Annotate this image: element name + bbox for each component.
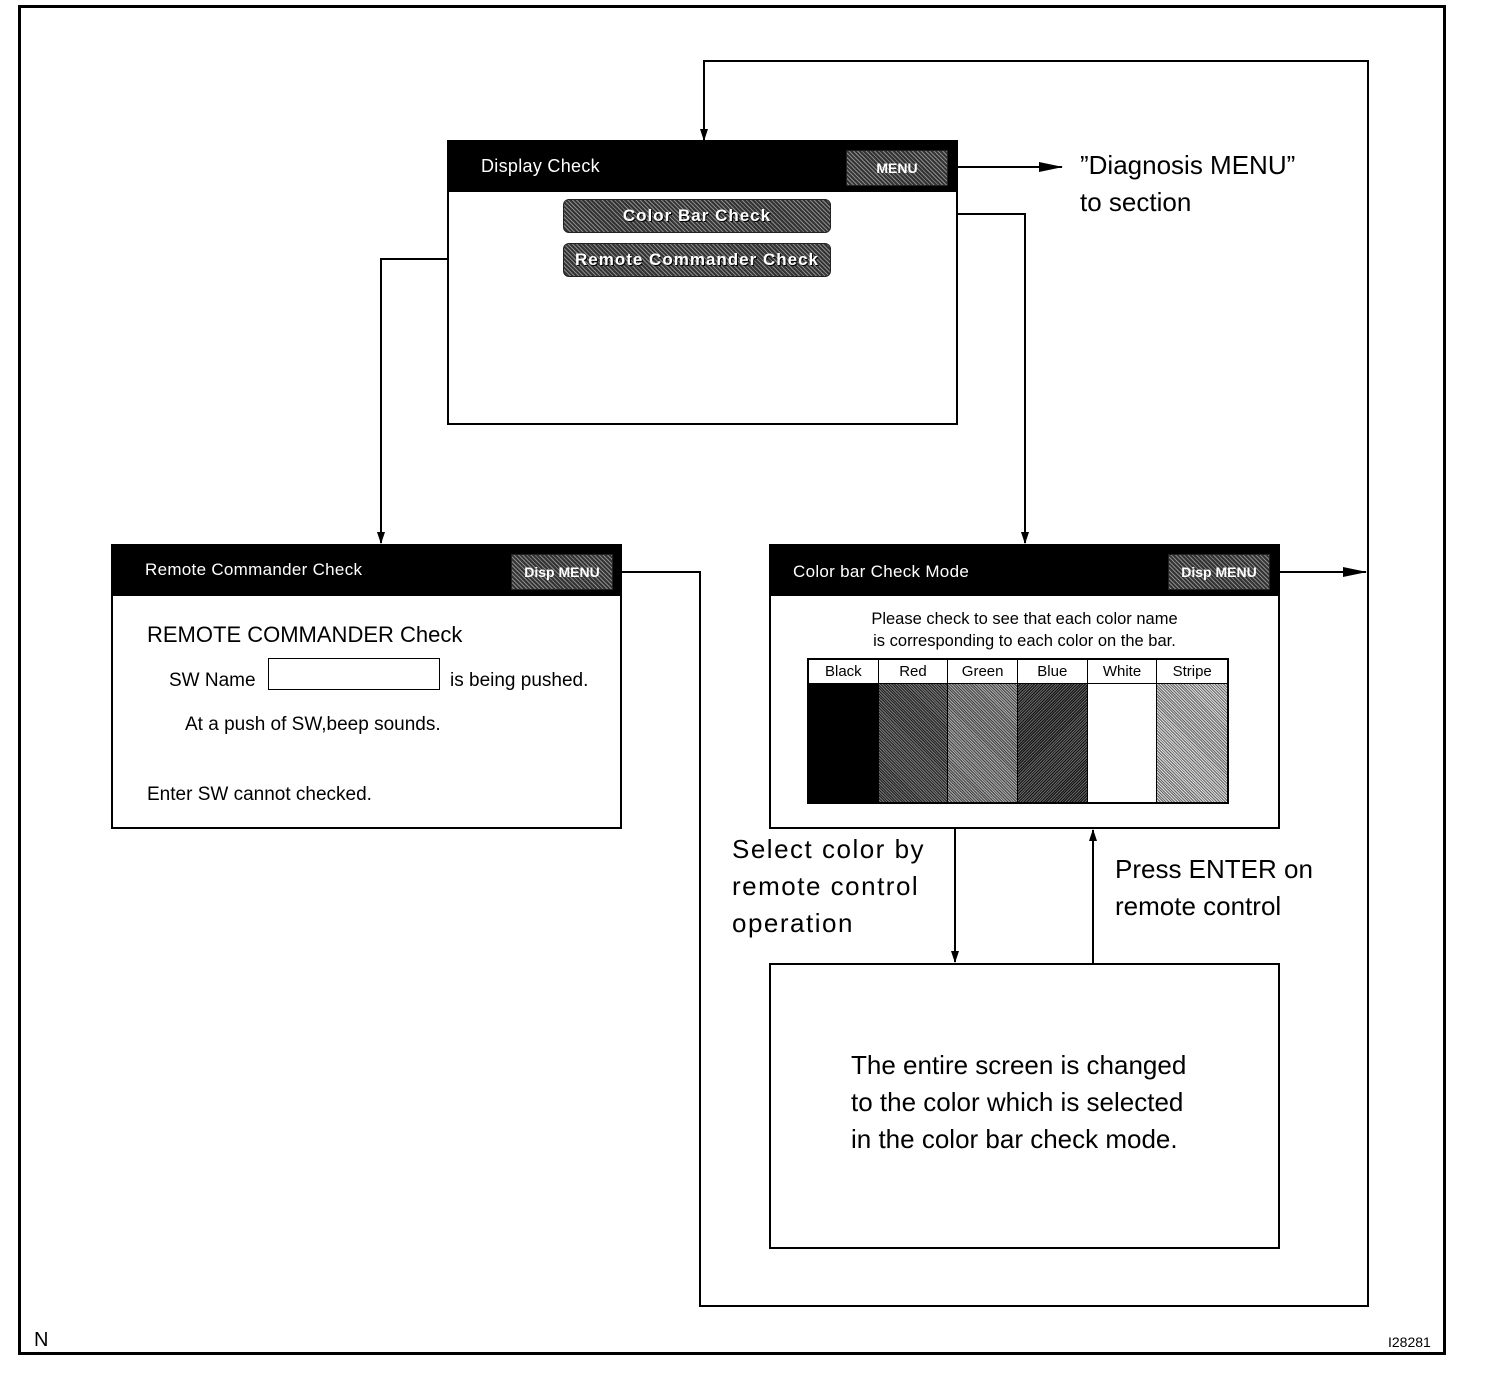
full-color-result-screen: The entire screen is changed to the colo… (769, 963, 1280, 1249)
remote-commander-title: Remote Commander Check (145, 560, 363, 579)
display-check-screen: Display Check MENU Color Bar Check Remot… (447, 140, 958, 425)
disp-menu-button[interactable]: Disp MENU (1168, 554, 1270, 590)
diagnosis-note-line: ”Diagnosis MENU” (1080, 150, 1296, 180)
result-line: The entire screen is changed (851, 1050, 1187, 1080)
color-bar-instructions: Please check to see that each color name… (771, 608, 1278, 652)
disp-menu-button[interactable]: Disp MENU (511, 554, 613, 590)
remote-commander-heading: REMOTE COMMANDER Check (147, 622, 463, 647)
color-swatch-red[interactable] (878, 684, 949, 802)
color-swatch-blue[interactable] (1017, 684, 1088, 802)
result-line: to the color which is selected (851, 1087, 1184, 1117)
press-enter-note: Press ENTER on remote control (1115, 851, 1313, 925)
instruction-line: Please check to see that each color name (871, 610, 1178, 628)
enter-note-line: Press ENTER on (1115, 854, 1313, 884)
color-name-green: Green (948, 660, 1018, 684)
menu-button[interactable]: MENU (846, 150, 948, 186)
remote-commander-screen: Remote Commander Check Disp MENU REMOTE … (111, 544, 622, 829)
select-note-line: operation (732, 908, 854, 938)
color-name-black: Black (809, 660, 879, 684)
color-bar-screen: Color bar Check Mode Disp MENU Please ch… (769, 544, 1280, 829)
sw-name-field (268, 658, 440, 690)
select-color-note: Select color by remote control operation (732, 831, 925, 942)
color-swatch-stripe[interactable] (1157, 684, 1227, 802)
color-swatch-green[interactable] (948, 684, 1018, 802)
remote-commander-check-button[interactable]: Remote Commander Check (563, 243, 831, 277)
display-check-title: Display Check (481, 156, 600, 176)
diagnosis-note-line: to section (1080, 187, 1192, 217)
beep-note: At a push of SW,beep sounds. (185, 714, 441, 735)
color-swatch-white[interactable] (1087, 684, 1158, 802)
color-name-blue: Blue (1017, 660, 1088, 684)
figure-id: I28281 (1388, 1334, 1431, 1350)
sw-pushed-text: is being pushed. (450, 670, 589, 691)
color-name-red: Red (878, 660, 949, 684)
result-description: The entire screen is changed to the colo… (851, 1047, 1186, 1158)
instruction-line: is corresponding to each color on the ba… (873, 632, 1176, 650)
color-bar-title: Color bar Check Mode (793, 562, 970, 581)
return-loop-line (700, 60, 1369, 572)
select-note-line: remote control (732, 871, 920, 901)
select-note-line: Select color by (732, 834, 926, 864)
diagnosis-menu-note: ”Diagnosis MENU” to section (1080, 147, 1295, 221)
figure-frame (18, 5, 1446, 1355)
display-check-header: Display Check MENU (449, 142, 956, 192)
color-name-stripe: Stripe (1157, 660, 1227, 684)
color-bar-header: Color bar Check Mode Disp MENU (771, 546, 1278, 596)
result-line: in the color bar check mode. (851, 1124, 1178, 1154)
remote-menu-return-line (620, 571, 1369, 1307)
remote-commander-header: Remote Commander Check Disp MENU (113, 546, 620, 596)
color-bar-table: Black Red Green Blue White Stripe (807, 658, 1229, 804)
color-bar-check-button[interactable]: Color Bar Check (563, 199, 831, 233)
enter-note-line: remote control (1115, 891, 1282, 921)
enter-sw-note: Enter SW cannot checked. (147, 784, 372, 805)
corner-mark-left: N (34, 1329, 49, 1351)
color-name-white: White (1087, 660, 1158, 684)
sw-name-label: SW Name (169, 670, 256, 691)
color-swatch-black[interactable] (809, 684, 879, 802)
